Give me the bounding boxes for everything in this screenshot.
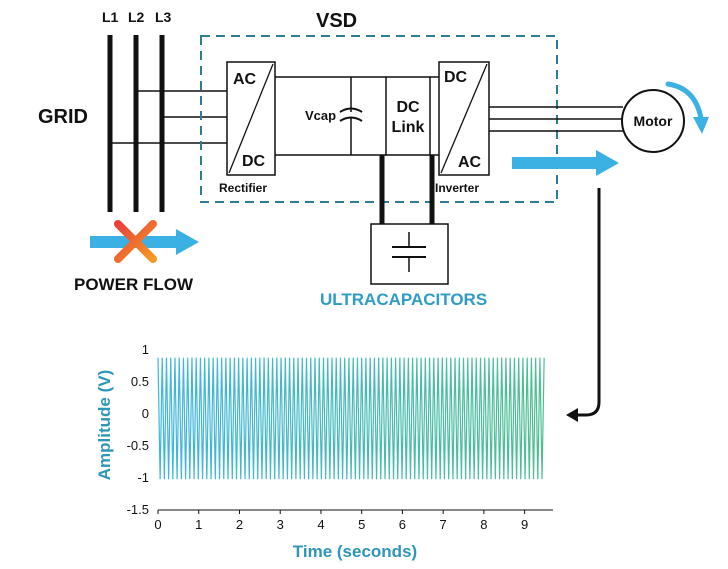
connector-arrow-icon	[566, 188, 601, 422]
x-tick-label: 4	[317, 517, 324, 532]
y-tick-label: 0.5	[131, 374, 149, 389]
blocked-cross-icon	[114, 220, 157, 263]
power-flow-label: POWER FLOW	[74, 275, 194, 294]
vsd-label: VSD	[316, 10, 357, 32]
inverter-divider	[440, 63, 488, 174]
vcap-label: Vcap	[305, 108, 336, 123]
ultracap-leads	[379, 155, 435, 224]
x-tick-label: 7	[440, 517, 447, 532]
x-tick-label: 9	[521, 517, 528, 532]
rectifier-caption: Rectifier	[219, 181, 267, 195]
x-tick-label: 5	[358, 517, 365, 532]
x-axis-title: Time (seconds)	[293, 542, 417, 561]
inverter-caption: Inverter	[435, 181, 479, 195]
x-tick-label: 8	[480, 517, 487, 532]
motor-symbol	[621, 89, 685, 153]
y-tick-label: 0	[142, 406, 149, 421]
waveform-chart: 1 0.5 0 -0.5 -1 -1.5 0 1 2 3 4 5 6 7 8 9 Time (seconds…	[95, 342, 553, 561]
dc-link-block	[385, 76, 431, 156]
y-tick-label: -0.5	[127, 438, 149, 453]
motor-feeder-lines	[489, 106, 623, 132]
x-tick-label: 3	[277, 517, 284, 532]
ultracapacitor-symbol	[392, 232, 426, 272]
rectifier-divider	[228, 63, 274, 174]
grid-label: GRID	[38, 106, 88, 128]
vcap-capacitor	[339, 77, 363, 155]
inverter-dc-label: DC	[444, 69, 468, 86]
y-tick-label: -1	[137, 470, 149, 485]
y-axis-title: Amplitude (V)	[95, 370, 114, 481]
dc-link-label-line2: Link	[392, 119, 425, 136]
dc-link-label-line1: DC	[396, 99, 420, 116]
motor-power-arrow-icon	[512, 150, 619, 176]
series-waveform	[157, 357, 545, 480]
inverter-ac-label: AC	[458, 154, 482, 171]
phase-label-l3: L3	[155, 9, 172, 25]
x-tick-label: 1	[195, 517, 202, 532]
ultracapacitors-label: ULTRACAPACITORS	[320, 290, 487, 309]
x-tick-label: 6	[399, 517, 406, 532]
x-axis-ticks: 0 1 2 3 4 5 6 7 8 9	[154, 510, 528, 532]
grid-feeder-lines	[110, 90, 227, 144]
rotation-arrow-icon	[665, 81, 709, 134]
x-tick-label: 2	[236, 517, 243, 532]
rectifier-ac-label: AC	[233, 71, 257, 88]
y-tick-label: -1.5	[127, 502, 149, 517]
phase-label-l2: L2	[128, 9, 145, 25]
y-tick-label: 1	[142, 342, 149, 357]
rectifier-dc-label: DC	[242, 153, 266, 170]
motor-label: Motor	[634, 113, 673, 129]
x-tick-label: 0	[154, 517, 161, 532]
phase-label-l1: L1	[102, 9, 119, 25]
y-axis-ticks: 1 0.5 0 -0.5 -1 -1.5	[127, 342, 149, 517]
